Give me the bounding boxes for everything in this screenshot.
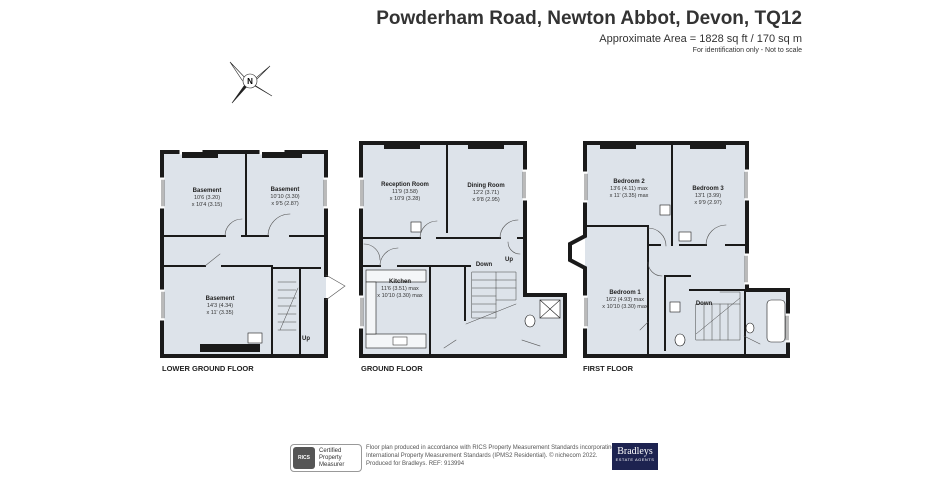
- ground-room-2-dim2: x 9'8 (2.95): [472, 197, 500, 203]
- lower-floor-area: [162, 152, 326, 356]
- footer-disclaimer: Floor plan produced in accordance with R…: [366, 445, 616, 468]
- first-room-2-name: Bedroom 3: [692, 186, 724, 192]
- first-room-2-dim2: x 9'9 (2.97): [694, 200, 722, 206]
- ground-room-1-name: Reception Room: [381, 182, 429, 188]
- first-room-1-dim2: x 11' (3.35) max: [610, 193, 649, 199]
- lower-room-2-dim2: x 9'5 (2.87): [271, 201, 299, 207]
- rics-badge: RICS Certified Property Measurer: [290, 444, 362, 472]
- ground-down-label: Down: [476, 262, 493, 268]
- ground-up-label: Up: [505, 257, 513, 263]
- ground-room-3-name: Kitchen: [389, 279, 411, 285]
- first-room-2-dim1: 13'1 (3.99): [695, 193, 721, 199]
- ground-floor-label: GROUND FLOOR: [361, 364, 423, 373]
- lower-stair-label: Up: [302, 336, 310, 342]
- lower-room-3-dim1: 14'3 (4.34): [207, 303, 233, 309]
- identification-note: For identification only - Not to scale: [692, 47, 802, 54]
- compass-letter: N: [247, 77, 253, 86]
- brand-name: Bradleys: [617, 446, 653, 457]
- ground-room-2-name: Dining Room: [467, 183, 504, 189]
- first-room-3-dim2: x 10'10 (3.30) max: [602, 304, 648, 310]
- rics-line-3: Measurer: [319, 461, 345, 468]
- lower-room-3-dim2: x 11' (3.35): [207, 310, 234, 316]
- lower-room-2-dim1: 10'10 (3.30): [270, 194, 299, 200]
- lower-floor-label: LOWER GROUND FLOOR: [162, 364, 254, 373]
- first-floor-label: FIRST FLOOR: [583, 364, 633, 373]
- first-room-1-name: Bedroom 2: [613, 179, 645, 185]
- first-room-3-name: Bedroom 1: [609, 290, 641, 296]
- brand-sub: ESTATE AGENTS: [615, 457, 655, 462]
- ground-room-3-dim1: 11'6 (3.51) max: [381, 286, 419, 292]
- lower-room-1-dim2: x 10'4 (3.15): [192, 202, 223, 208]
- rics-line-2: Property: [319, 454, 342, 461]
- compass-icon: N: [229, 61, 273, 104]
- rics-line-1: Certified: [319, 447, 342, 454]
- ground-floor-area: [361, 143, 525, 356]
- lower-room-3-name: Basement: [206, 296, 235, 302]
- approximate-area: Approximate Area = 1828 sq ft / 170 sq m: [599, 33, 802, 45]
- ground-room-1-dim2: x 10'9 (3.28): [390, 196, 421, 202]
- first-room-1-dim1: 13'6 (4.11) max: [610, 186, 648, 192]
- first-room-3-dim1: 16'2 (4.93) max: [606, 297, 644, 303]
- lower-room-2-name: Basement: [271, 187, 300, 193]
- page-title: Powderham Road, Newton Abbot, Devon, TQ1…: [376, 8, 802, 29]
- ground-room-1-dim1: 11'9 (3.58): [392, 189, 418, 195]
- lower-room-1-dim1: 10'6 (3.20): [194, 195, 220, 201]
- ground-room-2-dim1: 12'2 (3.71): [473, 190, 499, 196]
- lower-room-1-name: Basement: [193, 188, 222, 194]
- footer-line-2: International Property Measurement Stand…: [366, 452, 598, 459]
- brand-logo: Bradleys ESTATE AGENTS: [612, 443, 658, 470]
- ground-room-3-dim2: x 10'10 (3.30) max: [377, 293, 423, 299]
- rics-logo: RICS: [293, 447, 315, 469]
- footer-line-1: Floor plan produced in accordance with R…: [366, 445, 615, 451]
- first-down-label: Down: [696, 301, 713, 307]
- footer-line-3: Produced for Bradleys. REF: 913994: [366, 460, 465, 467]
